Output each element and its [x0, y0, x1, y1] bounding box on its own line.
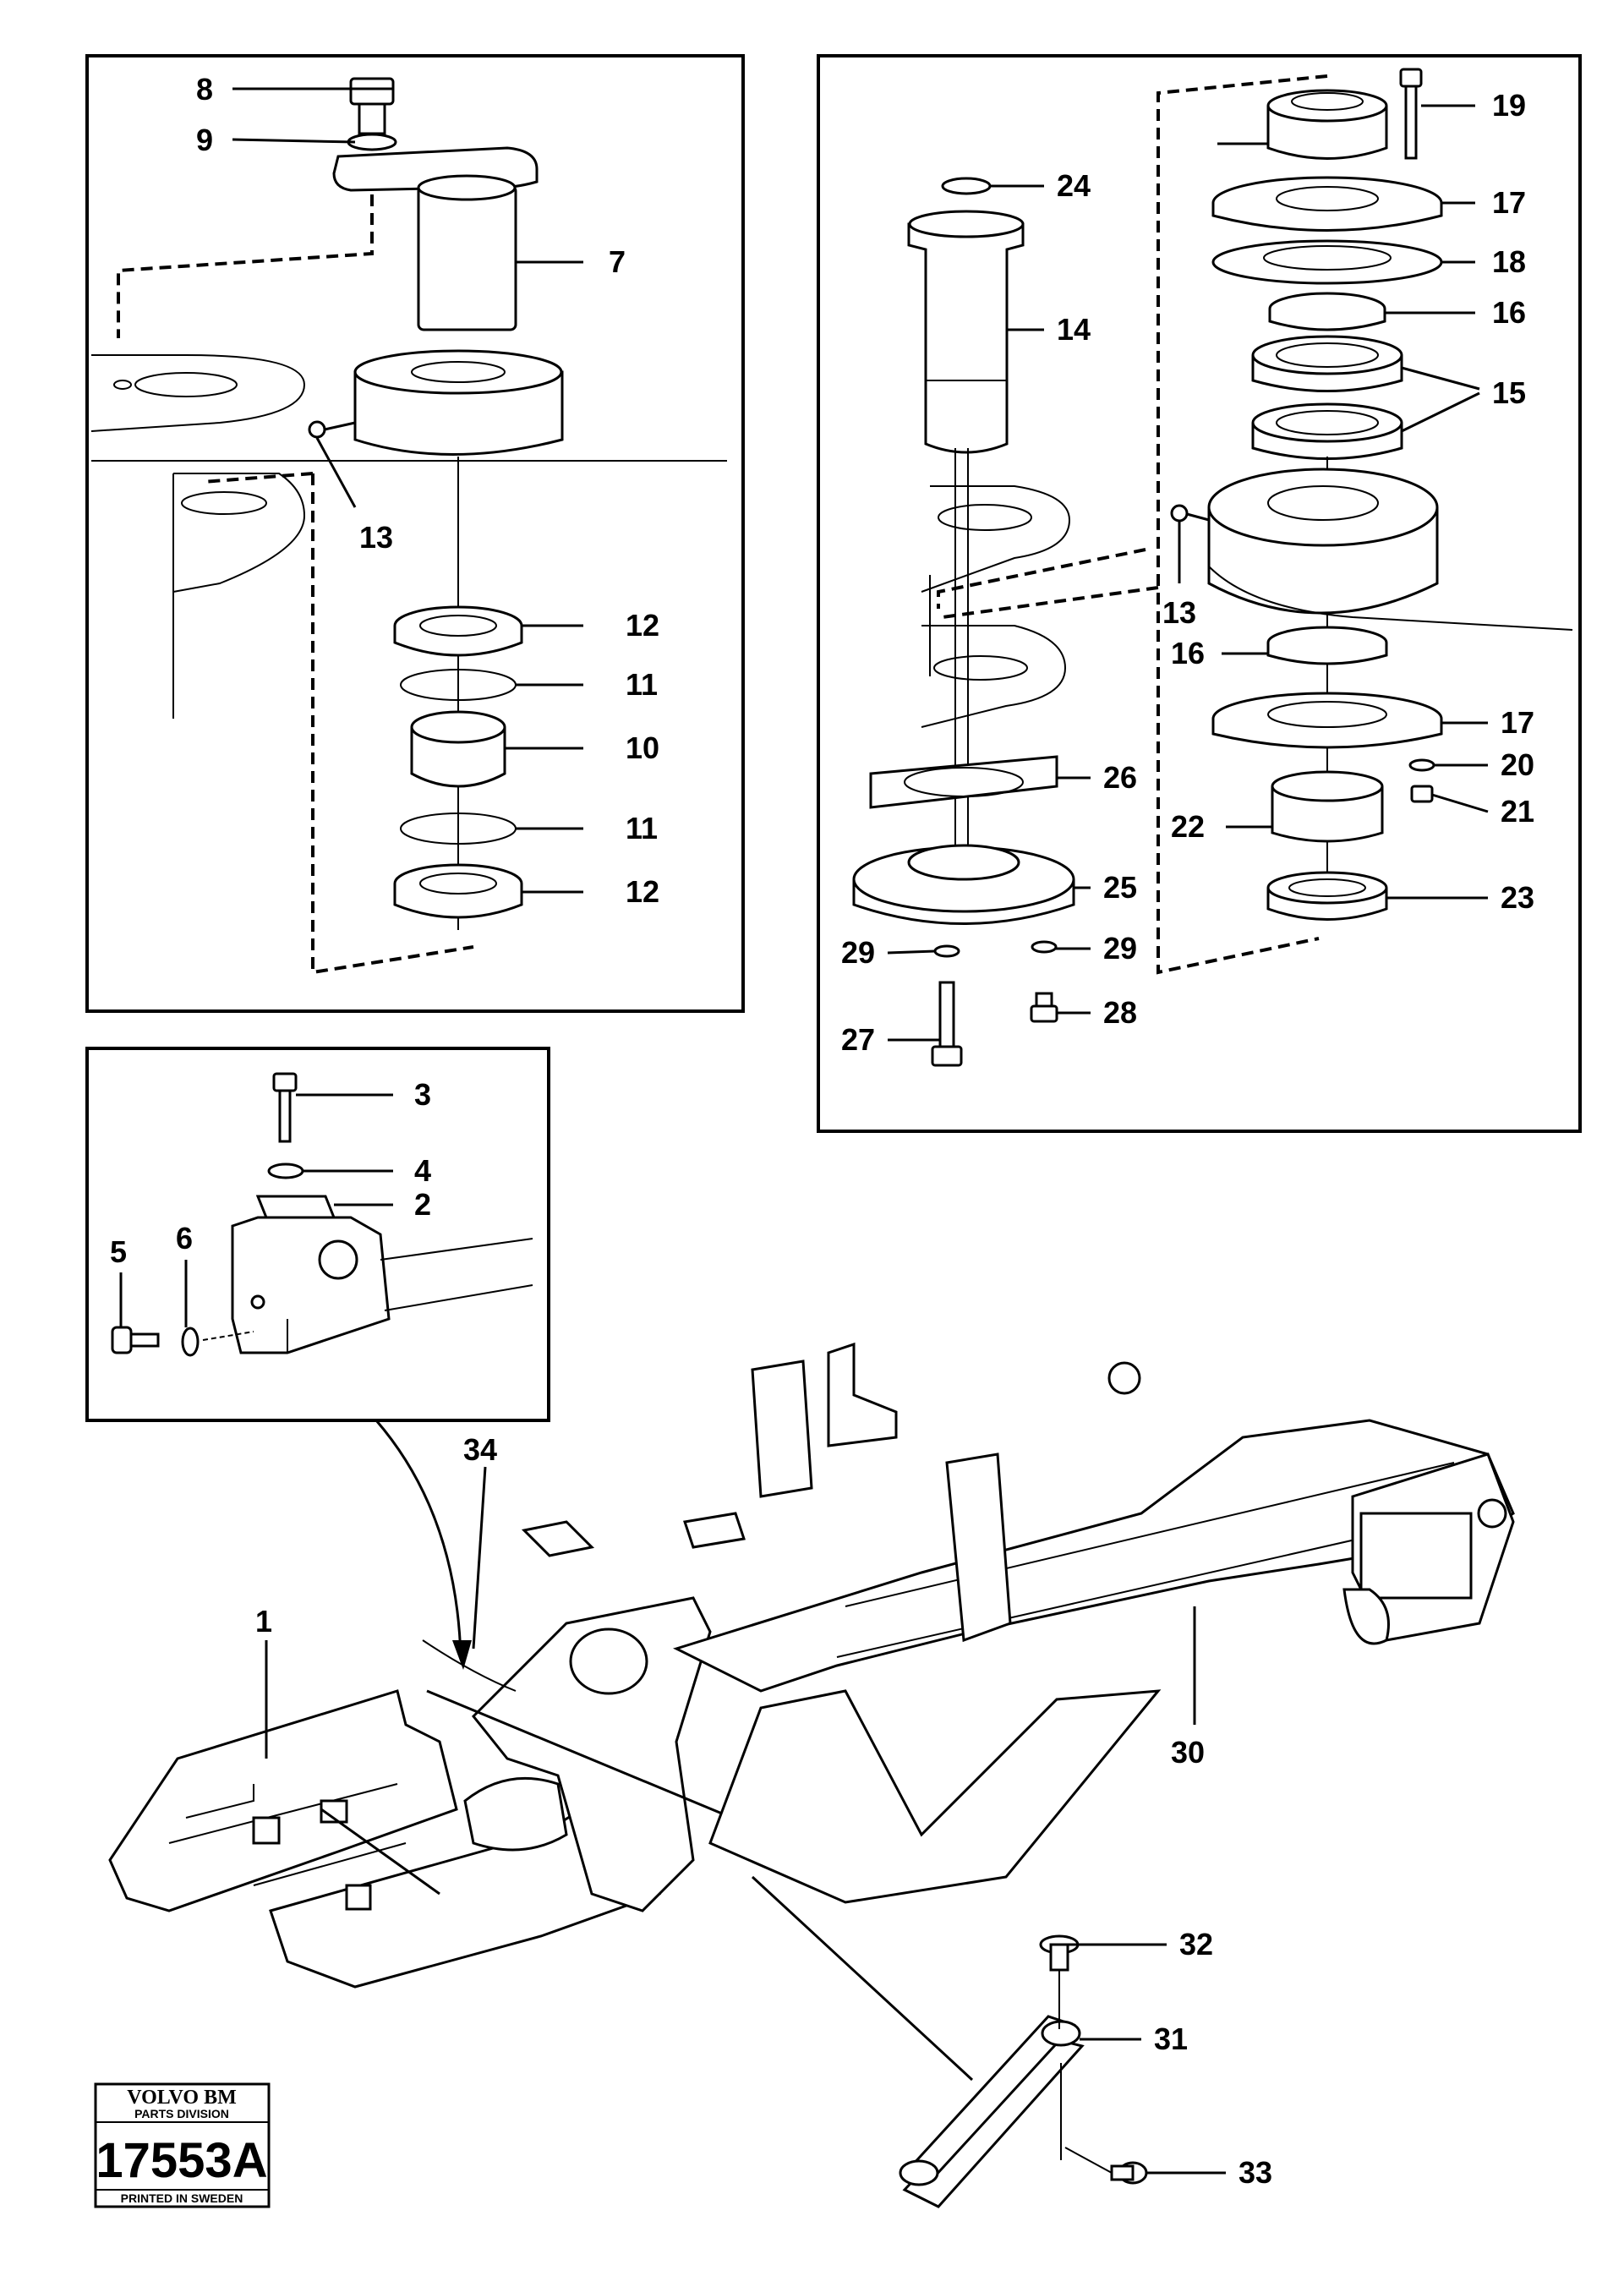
- callout-32: 32: [1179, 1927, 1213, 1961]
- callout-21: 21: [1501, 794, 1534, 829]
- callout-29: 29: [841, 935, 875, 970]
- callout-11: 11: [626, 811, 658, 845]
- panel-bracket-detail: 3 4 2 5 6: [85, 1047, 550, 1422]
- callout-12: 12: [626, 874, 659, 909]
- callout-12: 12: [626, 608, 659, 643]
- callout-22: 22: [1171, 809, 1205, 844]
- callout-18: 18: [1492, 244, 1526, 279]
- stamp-printed: PRINTED IN SWEDEN: [121, 2191, 243, 2205]
- volvo-bm-parts-stamp: VOLVO BM PARTS DIVISION 17553A PRINTED I…: [94, 2082, 271, 2208]
- callout-13: 13: [359, 520, 393, 555]
- callout-2: 2: [414, 1187, 431, 1222]
- stamp-division: PARTS DIVISION: [134, 2107, 229, 2120]
- callout-9: 9: [196, 123, 213, 157]
- callout-13: 13: [1162, 595, 1196, 630]
- stamp-number: 17553A: [96, 2133, 267, 2188]
- callout-6: 6: [176, 1221, 193, 1256]
- callout-20: 20: [1501, 747, 1534, 782]
- callout-27: 27: [841, 1022, 875, 1057]
- callout-10: 10: [626, 730, 659, 765]
- main-frame-assembly: 1 34 30 32 31 33: [108, 1342, 1515, 2208]
- callout-25: 25: [1103, 870, 1137, 905]
- callout-23: 23: [1501, 880, 1534, 915]
- callout-26: 26: [1103, 760, 1137, 795]
- callout-29: 29: [1103, 931, 1137, 966]
- callout-5: 5: [110, 1234, 127, 1269]
- callout-34: 34: [463, 1432, 497, 1467]
- callout-14: 14: [1057, 312, 1091, 347]
- callout-17: 17: [1501, 705, 1534, 740]
- callout-3: 3: [414, 1077, 431, 1112]
- callout-31: 31: [1154, 2022, 1188, 2056]
- callout-19: 19: [1492, 88, 1526, 123]
- stamp-brand: VOLVO BM: [127, 2087, 237, 2109]
- callout-8: 8: [196, 72, 213, 107]
- callout-17: 17: [1492, 185, 1526, 220]
- callout-30: 30: [1171, 1735, 1205, 1770]
- callout-1: 1: [255, 1604, 272, 1639]
- callout-28: 28: [1103, 995, 1137, 1030]
- callout-16: 16: [1171, 636, 1205, 670]
- callout-16: 16: [1492, 295, 1526, 330]
- panel-upper-hinge-assembly: 8 9 7 13 12 11 10 11 12: [85, 54, 745, 1013]
- callout-24: 24: [1057, 168, 1091, 203]
- panel-lower-hinge-assembly: 24 14 19 17 18 16 15 13 16 17 20 21 22 2…: [817, 54, 1582, 1133]
- callout-11: 11: [626, 667, 658, 702]
- callout-33: 33: [1239, 2155, 1272, 2190]
- callout-7: 7: [609, 244, 626, 279]
- callout-15: 15: [1492, 375, 1526, 410]
- callout-4: 4: [414, 1153, 431, 1188]
